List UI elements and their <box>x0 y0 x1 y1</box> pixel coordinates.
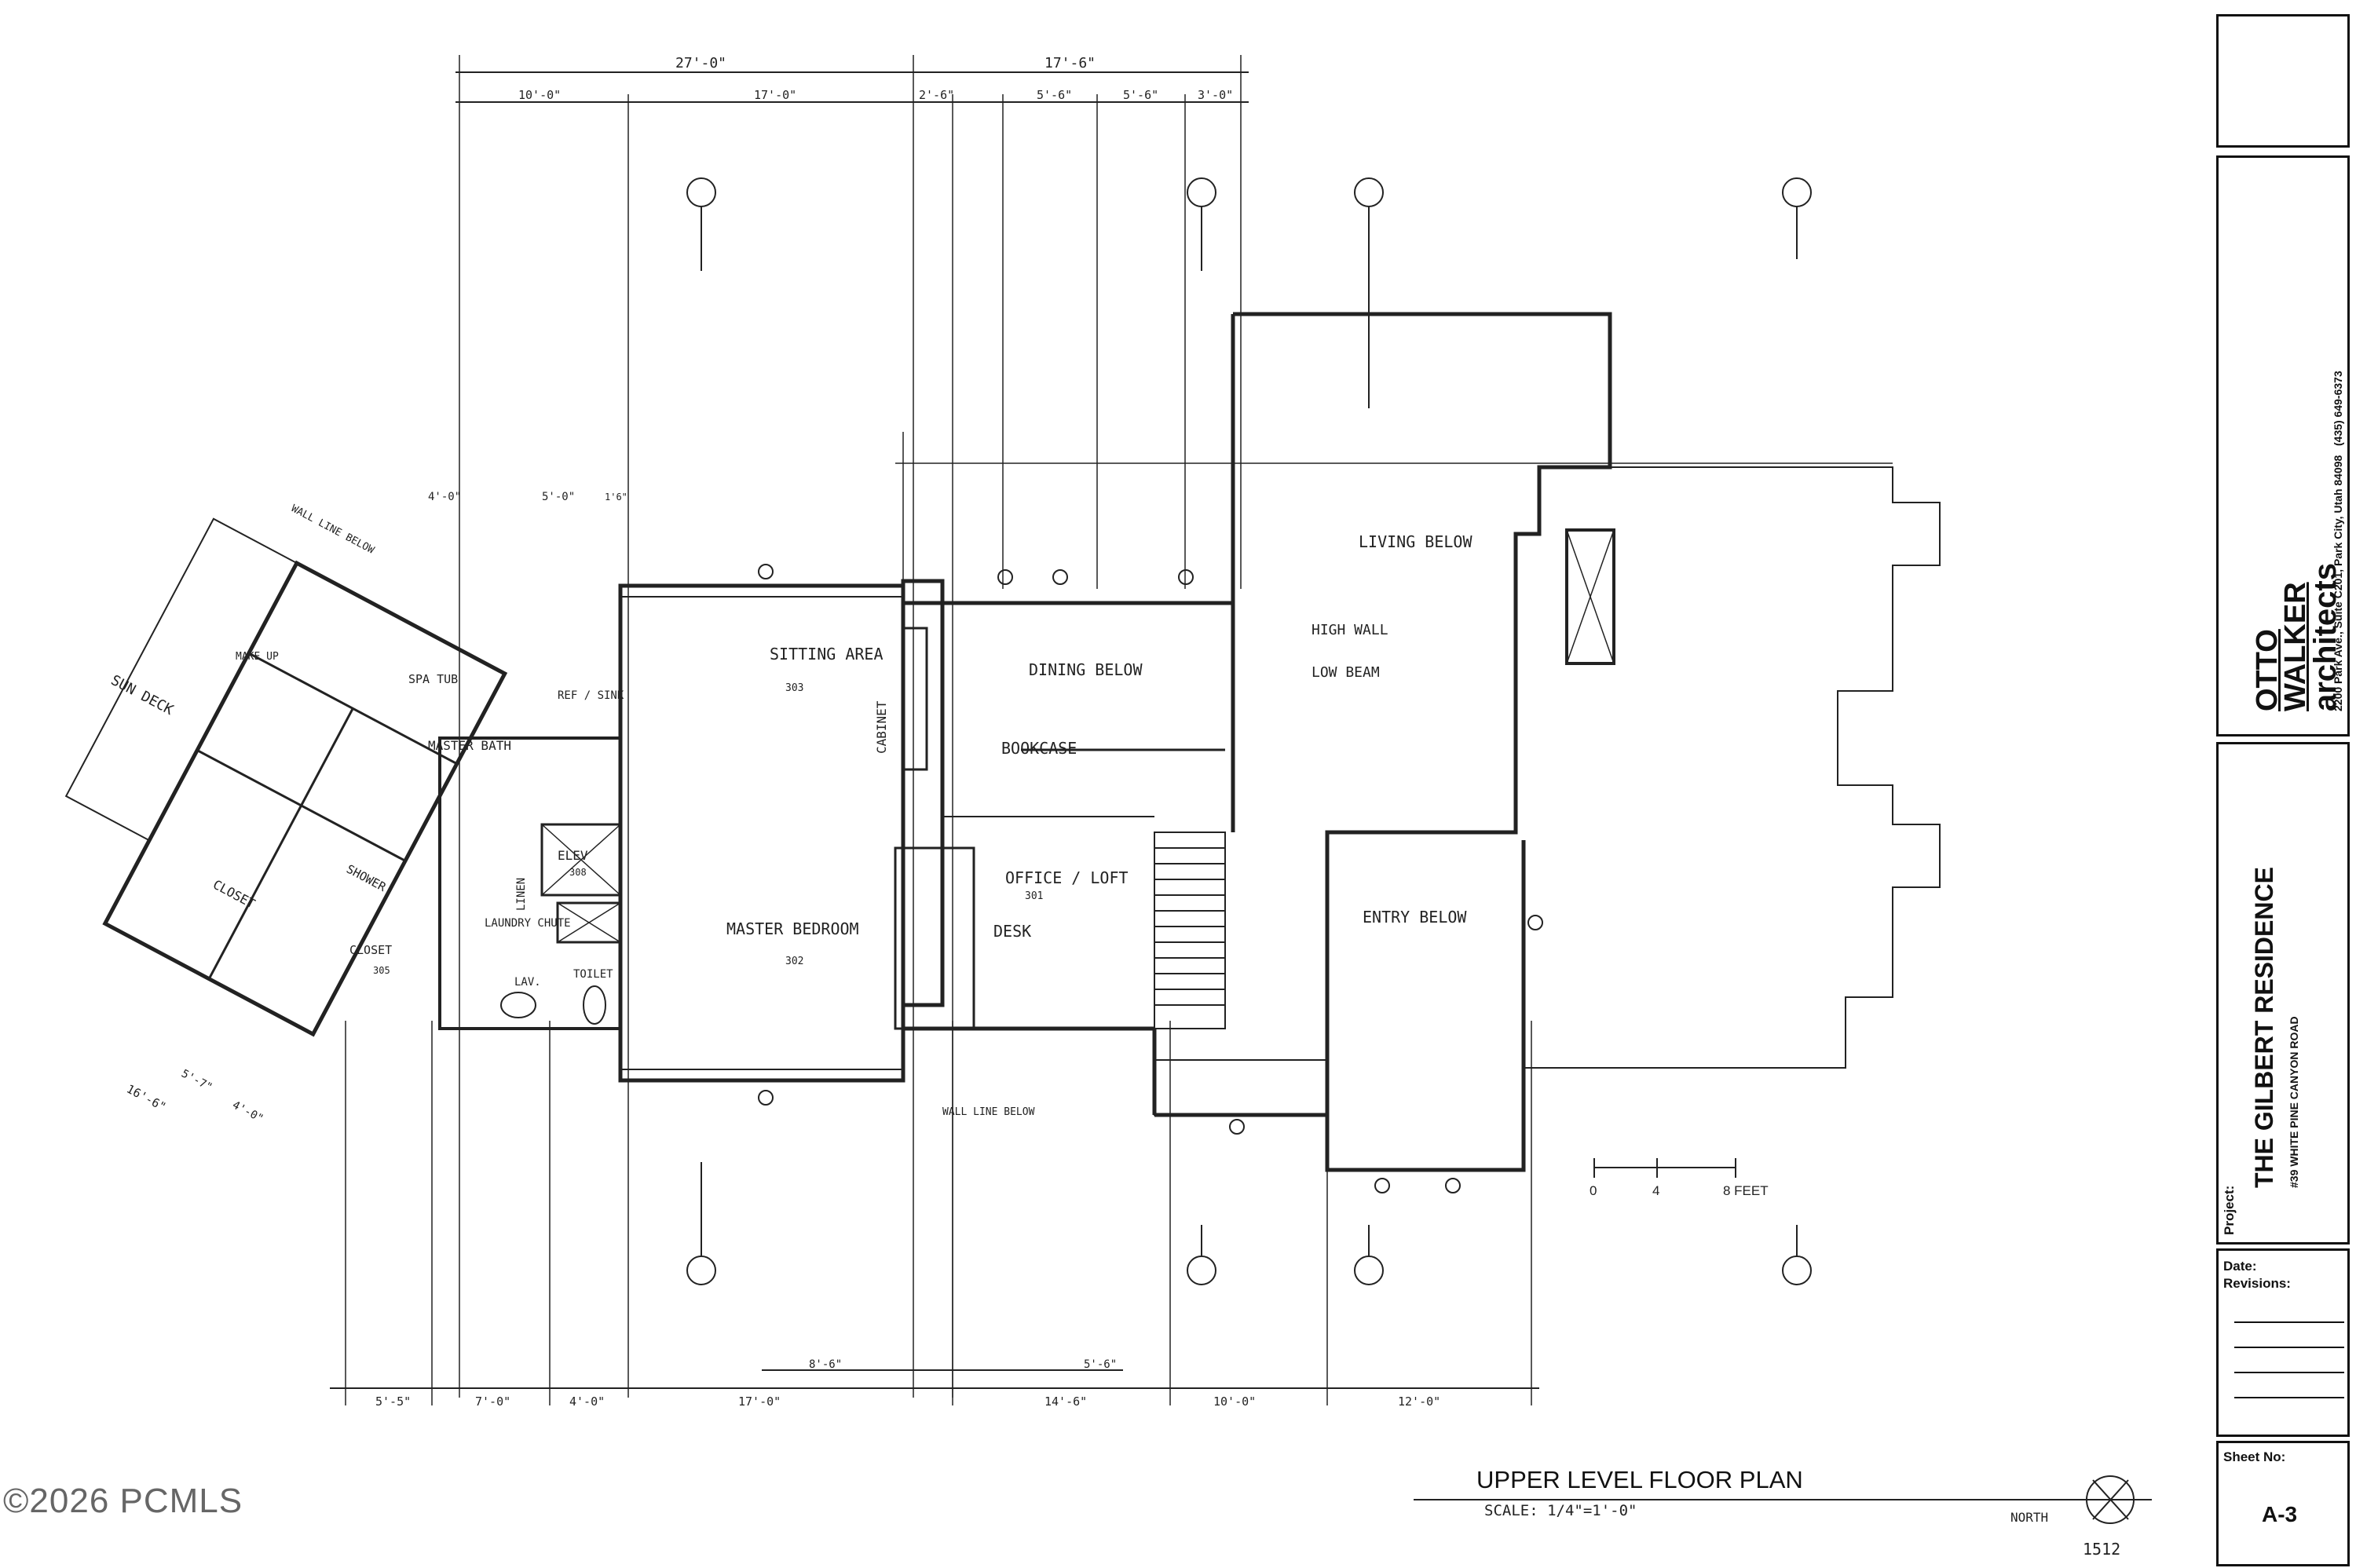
dim-bottom-f: 10'-0" <box>1213 1394 1256 1409</box>
revisions-block: Date: Revisions: <box>2216 1248 2350 1437</box>
room-label-sun-deck: SUN DECK <box>108 672 177 718</box>
living-entry-below-outline <box>1231 312 1615 1172</box>
dim-bottom-c: 4'-0" <box>569 1394 605 1409</box>
project-address: #39 WHITE PINE CANYON ROAD <box>2288 1016 2300 1188</box>
label-high-wall: HIGH WALL <box>1312 622 1388 638</box>
room-label-living: LIVING BELOW <box>1359 532 1472 551</box>
dim-bottom-g: 12'-0" <box>1398 1394 1440 1409</box>
graphic-scale <box>1593 1158 1736 1178</box>
label-low-beam: LOW BEAM <box>1312 664 1380 681</box>
label-shower: SHOWER <box>344 862 389 895</box>
firm-name-line-2: WALKER <box>2279 582 2312 711</box>
label-wall-line-below-top: WALL LINE BELOW <box>289 503 376 556</box>
room-label-master-bedroom: MASTER BEDROOM <box>726 919 859 938</box>
section-markers <box>686 177 1812 1285</box>
firm-name-line-1: OTTO <box>2251 629 2284 711</box>
sheet-number: A-3 <box>2262 1502 2298 1526</box>
room-label-bookcase: BOOKCASE <box>1001 739 1077 758</box>
dim-inner-bottom-a: 8'-6" <box>809 1358 842 1371</box>
dim-top-2-a: 10'-0" <box>518 88 561 102</box>
dim-top-2-d: 5'-6" <box>1037 88 1072 102</box>
project-name: THE GILBERT RESIDENCE <box>2250 867 2278 1188</box>
dim-bottom-a: 5'-5" <box>375 1394 411 1409</box>
drawing-title: UPPER LEVEL FLOOR PLAN <box>1476 1466 1803 1493</box>
date-label: Date: <box>2223 1259 2257 1274</box>
room-label-laundry: LAUNDRY CHUTE <box>485 917 571 930</box>
firm-address: 2200 Park Ave., Suite C201, Park City, U… <box>2332 371 2344 711</box>
dim-top-2-e: 5'-6" <box>1123 88 1158 102</box>
room-number-sitting: 303 <box>785 682 803 694</box>
north-arrow-icon <box>2086 1475 2135 1524</box>
room-number-office: 301 <box>1025 890 1043 902</box>
label-make-up: MAKE UP <box>236 651 279 663</box>
scale-label-4: 4 <box>1652 1183 1659 1198</box>
room-label-sitting: SITTING AREA <box>770 645 884 663</box>
room-number-closet: 305 <box>373 965 390 976</box>
title-block-top <box>2216 14 2350 148</box>
dim-left-top-b: 5'-0" <box>542 491 575 503</box>
room-label-closet: CLOSET <box>349 943 392 957</box>
label-cabinet: CABINET <box>874 700 889 754</box>
north-label: NORTH <box>2010 1510 2048 1525</box>
revision-line <box>2234 1372 2344 1373</box>
dim-top-1-b: 17'-6" <box>1044 55 1096 71</box>
dim-left-bottom-c: 4'-0" <box>230 1098 265 1125</box>
master-bath-wing <box>64 517 508 1037</box>
room-label-lav: LAV. <box>514 976 541 989</box>
room-label-dining: DINING BELOW <box>1029 660 1143 679</box>
room-label-master-bath: MASTER BATH <box>428 738 511 753</box>
stair <box>1154 832 1328 1116</box>
firm-address-text: 2200 Park Ave., Suite C201, Park City, U… <box>2332 455 2344 711</box>
dim-top-2-f: 3'-0" <box>1198 88 1233 102</box>
dim-bottom-d: 17'-0" <box>738 1394 781 1409</box>
room-label-spa-tub: SPA TUB <box>408 672 458 686</box>
drawing-scale: SCALE: 1/4"=1'-0" <box>1484 1502 1637 1519</box>
dim-inner-bottom-b: 5'-6" <box>1084 1358 1117 1371</box>
dim-left-bottom-b: 5'-7" <box>179 1067 214 1094</box>
firm-phone: (435) 649-6373 <box>2332 371 2344 446</box>
room-label-closet-2: CLOSET <box>210 877 258 912</box>
dim-bottom-e: 14'-6" <box>1044 1394 1087 1409</box>
revisions-label: Revisions: <box>2223 1276 2291 1291</box>
revision-line <box>2234 1321 2344 1323</box>
sheet-label: Sheet No: <box>2223 1449 2286 1464</box>
dim-bottom-b: 7'-0" <box>475 1394 510 1409</box>
label-ref-sink: REF / SINK <box>558 689 624 702</box>
revision-line <box>2234 1347 2344 1348</box>
project-label: Project: <box>2222 1185 2237 1235</box>
dim-top-2-c: 2'-6" <box>919 88 954 102</box>
dim-left-top-c: 1'6" <box>605 492 627 503</box>
copyright-watermark: ©2026 PCMLS <box>3 1482 243 1520</box>
scale-label-8: 8 FEET <box>1723 1183 1769 1198</box>
label-linen: LINEN <box>515 878 528 911</box>
label-wall-line-below: WALL LINE BELOW <box>942 1106 1035 1118</box>
room-label-desk: DESK <box>993 922 1031 941</box>
top-dimension-lines <box>455 55 1249 1398</box>
scale-label-0: 0 <box>1590 1183 1597 1198</box>
project-block: Project: THE GILBERT RESIDENCE #39 WHITE… <box>2216 742 2350 1245</box>
deck-below-outline <box>895 432 1941 1069</box>
room-label-office: OFFICE / LOFT <box>1005 868 1129 887</box>
room-number-elev: 308 <box>569 867 587 878</box>
revision-line <box>2234 1397 2344 1398</box>
dim-top-2-b: 17'-0" <box>754 88 796 102</box>
dim-left-top-a: 4'-0" <box>428 491 461 503</box>
bottom-dimension-lines <box>330 1021 1539 1405</box>
room-label-toilet: TOILET <box>573 968 613 981</box>
dim-left-bottom-a: 16'-6" <box>124 1082 168 1114</box>
room-label-entry: ENTRY BELOW <box>1363 908 1467 927</box>
sheet-mark: 1512 <box>2083 1540 2120 1559</box>
bath-core-walls <box>438 736 622 1030</box>
sheet-block: Sheet No: A-3 <box>2216 1441 2350 1566</box>
dim-top-1-a: 27'-0" <box>675 55 726 71</box>
firm-block: OTTO WALKER architects 2200 Park Ave., S… <box>2216 155 2350 736</box>
room-number-master-bedroom: 302 <box>785 956 803 967</box>
room-label-elev: ELEV <box>558 848 588 863</box>
office-loft-walls <box>903 601 1327 1117</box>
